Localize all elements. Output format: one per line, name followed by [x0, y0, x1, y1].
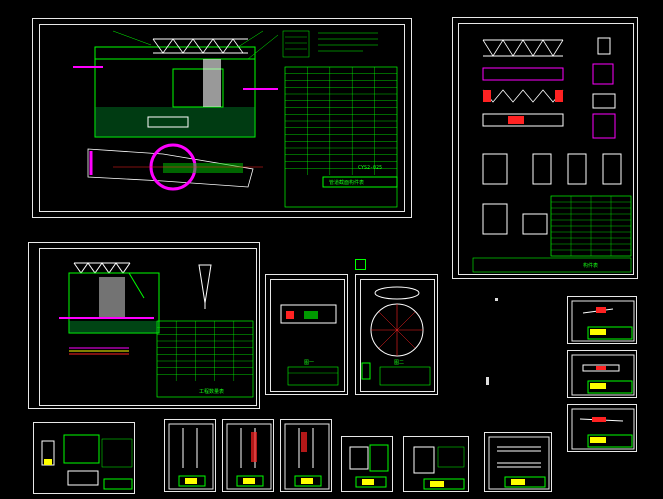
bottom-4-drawing: [284, 423, 330, 490]
small-r1-drawing: [571, 300, 635, 342]
main-drawing: 管道截面构件表 CYS2-025: [73, 30, 398, 208]
marker-dot: [495, 298, 498, 301]
small-r2-drawing: [571, 354, 635, 396]
sheet-bottom-2[interactable]: [164, 419, 216, 492]
detail-b-label: 图二: [394, 360, 404, 366]
sheet-main-section[interactable]: 管道截面构件表 CYS2-025: [32, 18, 412, 218]
small-r3-drawing: [571, 408, 635, 450]
section-table-title: 工程数量表: [199, 388, 224, 395]
sheet-detail-a[interactable]: 图一: [265, 274, 348, 395]
sheet-bottom-1[interactable]: [33, 422, 135, 494]
sheet-small-r3[interactable]: [567, 404, 637, 452]
detail-a-label: 图一: [304, 360, 314, 366]
bottom-3-drawing: [226, 423, 272, 490]
detail-a-drawing: 图一: [280, 304, 339, 386]
sheet-bottom-6[interactable]: [403, 436, 469, 492]
view-marker[interactable]: [355, 259, 366, 270]
bottom-2-drawing: [168, 423, 214, 490]
sheet-inner-frame: [270, 279, 345, 392]
bottom-1-drawing: [41, 434, 133, 490]
marker-dot: [486, 377, 489, 385]
truss-drawing: 构件表: [472, 37, 632, 273]
sheet-bottom-7[interactable]: [484, 432, 552, 492]
section-drawing: 工程数量表: [59, 262, 254, 398]
sheet-inner-frame: [360, 279, 435, 392]
sheet-truss-detail[interactable]: 构件表: [452, 17, 638, 279]
bottom-5-drawing: [349, 444, 389, 488]
truss-table-title: 构件表: [583, 262, 598, 269]
sheet-inner-frame: [458, 23, 634, 275]
sheet-small-r2[interactable]: [567, 350, 637, 398]
sheet-bottom-5[interactable]: [341, 436, 393, 492]
sheet-bottom-3[interactable]: [222, 419, 274, 492]
bottom-6-drawing: [413, 446, 465, 490]
sheet-small-r1[interactable]: [567, 296, 637, 344]
sheet-bottom-4[interactable]: [280, 419, 332, 492]
sheet-section-two[interactable]: 工程数量表: [28, 242, 260, 409]
sheet-inner-frame: [39, 24, 405, 212]
sheet-detail-b[interactable]: 图二: [355, 274, 438, 395]
bottom-7-drawing: [488, 436, 550, 490]
main-table-title: 管道截面构件表: [329, 179, 364, 186]
main-stamp: CYS2-025: [358, 165, 382, 171]
detail-b-drawing: 图二: [361, 286, 431, 386]
sheet-inner-frame: [39, 248, 257, 406]
